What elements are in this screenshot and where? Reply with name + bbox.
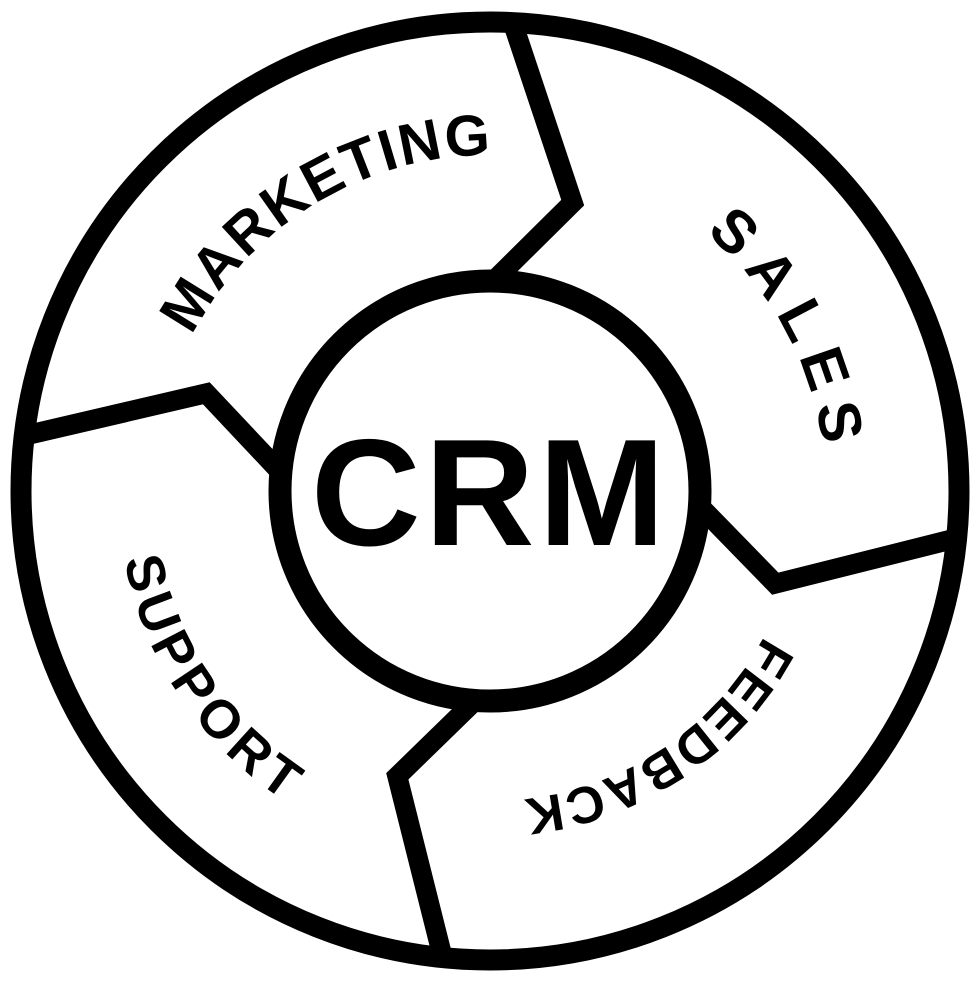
arrow-divider-marketing-sales	[490, 24, 585, 285]
inner-hub-ring	[268, 269, 712, 713]
arrow-divider-sales-feedback	[696, 502, 954, 595]
arrow-divider-support-marketing	[27, 382, 285, 476]
arrow-divider-feedback-support	[386, 697, 479, 955]
segment-label-sales: SALES	[697, 193, 879, 459]
segment-label-feedback: FEEDBACK	[520, 630, 805, 846]
center-label-crm: CRM	[311, 408, 669, 578]
outer-ring	[10, 11, 970, 971]
segment-label-marketing: MARKETING	[147, 102, 494, 342]
segment-label-support: SUPPORT	[112, 548, 317, 814]
